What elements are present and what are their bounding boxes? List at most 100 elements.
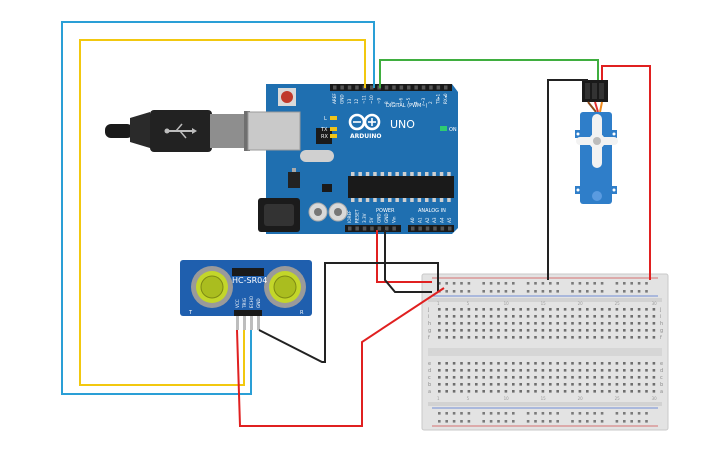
digital-pin-label: ~9: [376, 97, 381, 104]
sensor-pin-label: TRIG: [242, 298, 247, 309]
digital-pin-label: 2: [428, 101, 433, 104]
wire-yellow-trig[interactable]: [79, 39, 366, 386]
digital-pin-socket[interactable]: [407, 85, 411, 90]
analog-pin-label: A0: [410, 217, 415, 223]
wire-black-arduino-gnd[interactable]: [384, 230, 432, 293]
atmega-chip: [348, 176, 454, 198]
analog-pin-label: A3: [432, 217, 437, 223]
wire-green-servo-signal[interactable]: [379, 59, 599, 88]
analog-pin-socket[interactable]: [418, 226, 422, 231]
analog-pin-socket[interactable]: [425, 226, 430, 231]
digital-pin-label: GND: [339, 94, 344, 104]
digital-pin-socket[interactable]: [392, 85, 396, 90]
breadboard-col-number: 30: [652, 396, 658, 401]
wire-black-servo-ground[interactable]: [547, 79, 588, 280]
digital-pin-label: ~6: [399, 97, 404, 104]
breadboard-col-number: 20: [578, 301, 584, 306]
power-pin-socket[interactable]: [392, 226, 396, 231]
wires: [61, 21, 651, 427]
wire-red-sensor-power[interactable]: [236, 287, 445, 427]
analog-pin-header[interactable]: [408, 225, 454, 232]
breadboard-row-letter: b: [660, 382, 663, 388]
usb-b-port: [247, 111, 301, 151]
sensor-pin-echo[interactable]: [250, 316, 253, 330]
analog-pin-label: A2: [425, 217, 430, 223]
power-pin-socket[interactable]: [370, 226, 374, 231]
wire-red-servo-power[interactable]: [601, 65, 651, 280]
power-pin-socket[interactable]: [348, 226, 352, 231]
analog-header-label: ANALOG IN: [418, 208, 446, 214]
breadboard-row-letter: a: [660, 389, 663, 395]
breadboard-col-number: 10: [504, 396, 510, 401]
digital-pin-label: 13: [347, 98, 352, 104]
breadboard-row-letter: f: [428, 335, 430, 341]
wire-black-sensor-ground[interactable]: [258, 262, 439, 363]
breadboard-row-letter: g: [660, 328, 663, 334]
analog-pin-label: A1: [417, 217, 422, 223]
sensor-pin-gnd[interactable]: [257, 316, 260, 330]
breadboard-col-number: 5: [467, 396, 470, 401]
digital-pin-label: ~3: [421, 97, 426, 104]
breadboard-row-letter: j: [659, 307, 661, 313]
digital-pin-socket[interactable]: [421, 85, 426, 90]
breadboard-col-number: 15: [541, 301, 547, 306]
digital-pin-label: ~11: [362, 95, 367, 104]
power-pin-label: RESET: [354, 209, 359, 223]
digital-pin-label: AREF: [332, 93, 337, 104]
digital-pin-label: 8: [384, 101, 389, 104]
power-pin-socket[interactable]: [377, 226, 382, 231]
digital-pin-socket[interactable]: [429, 85, 433, 90]
analog-pin-socket[interactable]: [448, 226, 452, 231]
breadboard-row-letter: e: [660, 361, 663, 367]
digital-pin-socket[interactable]: [436, 85, 441, 90]
breadboard-row-letter: i: [660, 314, 661, 320]
power-pin-socket[interactable]: [355, 226, 359, 231]
servo-horn-icon: [576, 114, 618, 168]
digital-pin-socket[interactable]: [333, 85, 337, 90]
breadboard-row-letter: j: [427, 307, 429, 313]
analog-pin-socket[interactable]: [411, 226, 415, 231]
analog-pin-socket[interactable]: [433, 226, 437, 231]
digital-pin-socket[interactable]: [355, 85, 359, 90]
power-pin-label: Vin: [391, 216, 396, 223]
breadboard-row-letter: d: [660, 368, 663, 374]
label-led-l: L: [324, 116, 327, 122]
power-pin-socket[interactable]: [385, 226, 389, 231]
breadboard-terminal-strips[interactable]: [438, 308, 656, 393]
led-on: [440, 126, 447, 131]
digital-pin-label: 7: [391, 101, 396, 104]
digital-pin-socket[interactable]: [399, 85, 404, 90]
wire-blue-echo[interactable]: [61, 21, 375, 395]
label-led-rx: RX: [321, 134, 328, 140]
digital-pin-label: TX▸1: [436, 93, 441, 105]
sensor-pin-vcc[interactable]: [236, 316, 239, 330]
digital-pin-socket[interactable]: [444, 85, 448, 90]
power-pin-socket[interactable]: [362, 226, 367, 231]
label-led-tx: TX: [320, 127, 328, 133]
power-header-label: POWER: [376, 208, 395, 214]
digital-pin-socket[interactable]: [340, 85, 344, 90]
digital-pin-socket[interactable]: [414, 85, 418, 90]
analog-pin-label: A5: [447, 217, 452, 223]
digital-pin-socket[interactable]: [384, 85, 389, 90]
reset-button[interactable]: [278, 88, 296, 106]
breadboard-power-rails[interactable]: [438, 282, 648, 423]
usb-cable: [105, 110, 250, 152]
digital-pin-socket[interactable]: [347, 85, 352, 90]
led-rx: [330, 134, 337, 138]
digital-pin-label: RX◂0: [443, 93, 448, 104]
breadboard-row-letter: i: [428, 314, 429, 320]
transmitter-cylinder: [191, 266, 233, 308]
wire-red-arduino-5v[interactable]: [376, 230, 432, 283]
servo-motor[interactable]: [575, 80, 618, 204]
sensor-pin-trig[interactable]: [243, 316, 246, 330]
digital-pin-header[interactable]: [330, 84, 452, 91]
digital-pin-socket[interactable]: [370, 85, 374, 90]
power-pin-label: 5V: [369, 217, 374, 223]
analog-pin-socket[interactable]: [440, 226, 445, 231]
breadboard-col-number: 1: [437, 396, 440, 401]
